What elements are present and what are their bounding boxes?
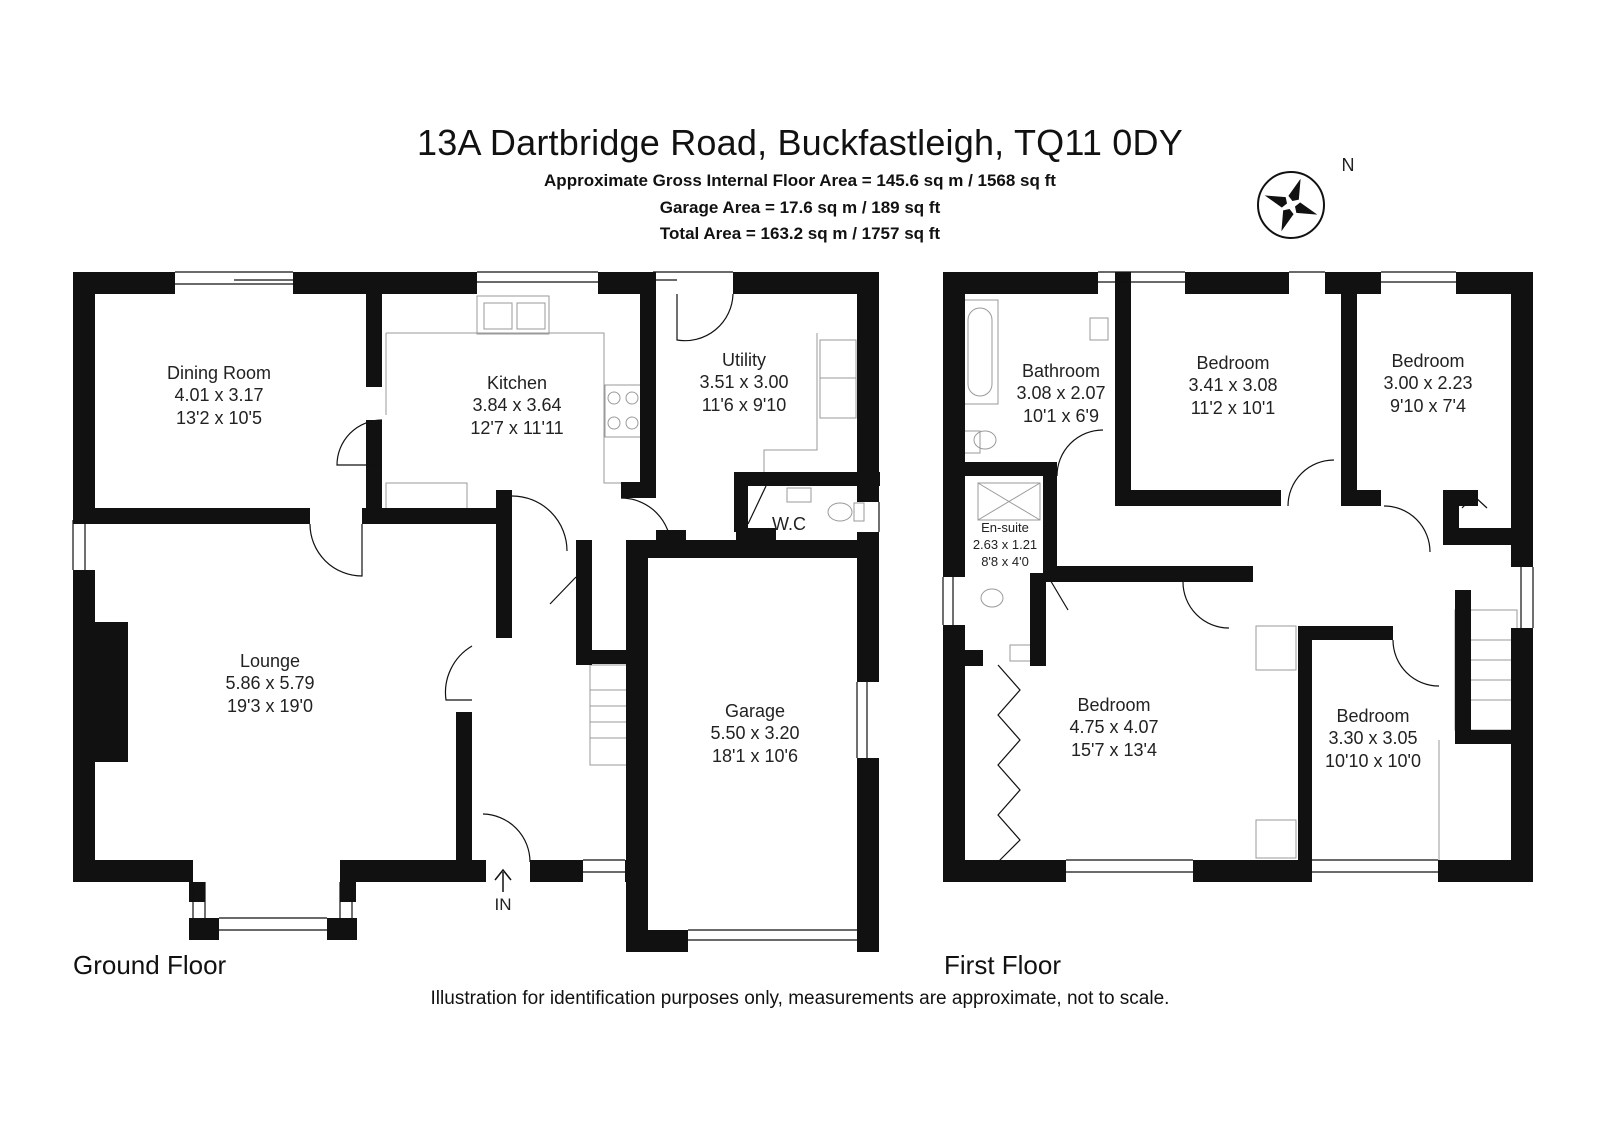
garage-area-text: Garage Area = 17.6 sq m / 189 sq ft (659, 198, 941, 217)
bedroom-a-imperial: 11'2 x 10'1 (1191, 398, 1276, 418)
dining-room-metric: 4.01 x 3.17 (174, 385, 263, 405)
bedroom-d-name: Bedroom (1336, 706, 1409, 726)
garage-imperial: 18'1 x 10'6 (712, 746, 798, 766)
total-area-text: Total Area = 163.2 sq m / 1757 sq ft (659, 224, 941, 243)
garage-metric: 5.50 x 3.20 (710, 723, 799, 743)
property-address: 13A Dartbridge Road, Buckfastleigh, TQ11… (417, 122, 1183, 163)
utility-metric: 3.51 x 3.00 (699, 372, 788, 392)
first-floor-plan (942, 271, 1534, 882)
kitchen-metric: 3.84 x 3.64 (472, 395, 561, 415)
bedroom-c-metric: 4.75 x 4.07 (1069, 717, 1158, 737)
lounge-imperial: 19'3 x 19'0 (227, 696, 313, 716)
bedroom-c-name: Bedroom (1077, 695, 1150, 715)
ensuite-name: En-suite (981, 520, 1029, 535)
kitchen-imperial: 12'7 x 11'11 (470, 418, 563, 438)
bedroom-b-name: Bedroom (1391, 351, 1464, 371)
utility-name: Utility (722, 350, 766, 370)
ground-floor-label: Ground Floor (73, 950, 227, 980)
dining-room-imperial: 13'2 x 10'5 (176, 408, 262, 428)
bedroom-b-metric: 3.00 x 2.23 (1383, 373, 1472, 393)
bedroom-b-imperial: 9'10 x 7'4 (1390, 396, 1466, 416)
ensuite-imperial: 8'8 x 4'0 (981, 554, 1029, 569)
compass-icon (1257, 171, 1325, 239)
bathroom-imperial: 10'1 x 6'9 (1023, 406, 1099, 426)
bedroom-d-metric: 3.30 x 3.05 (1328, 728, 1417, 748)
garage-name: Garage (725, 701, 785, 721)
utility-imperial: 11'6 x 9'10 (702, 395, 787, 415)
disclaimer-text: Illustration for identification purposes… (430, 988, 1170, 1009)
lounge-metric: 5.86 x 5.79 (225, 673, 314, 693)
bathroom-name: Bathroom (1022, 361, 1100, 381)
kitchen-name: Kitchen (487, 373, 547, 393)
bathroom-metric: 3.08 x 2.07 (1016, 383, 1105, 403)
bedroom-a-name: Bedroom (1196, 353, 1269, 373)
ensuite-metric: 2.63 x 1.21 (973, 537, 1037, 552)
bedroom-a-metric: 3.41 x 3.08 (1188, 375, 1277, 395)
gross-area-text: Approximate Gross Internal Floor Area = … (544, 171, 1056, 190)
bedroom-c-imperial: 15'7 x 13'4 (1071, 740, 1157, 760)
lounge-name: Lounge (240, 651, 300, 671)
bedroom-d-imperial: 10'10 x 10'0 (1325, 751, 1421, 771)
wc-name: W.C (772, 514, 806, 534)
ground-floor-plan: IN (72, 271, 880, 952)
first-floor-label: First Floor (944, 950, 1061, 980)
entrance-label: IN (495, 895, 512, 914)
entrance-arrow-icon (494, 868, 512, 892)
dining-room-name: Dining Room (167, 363, 271, 383)
compass-north-label: N (1342, 155, 1355, 175)
